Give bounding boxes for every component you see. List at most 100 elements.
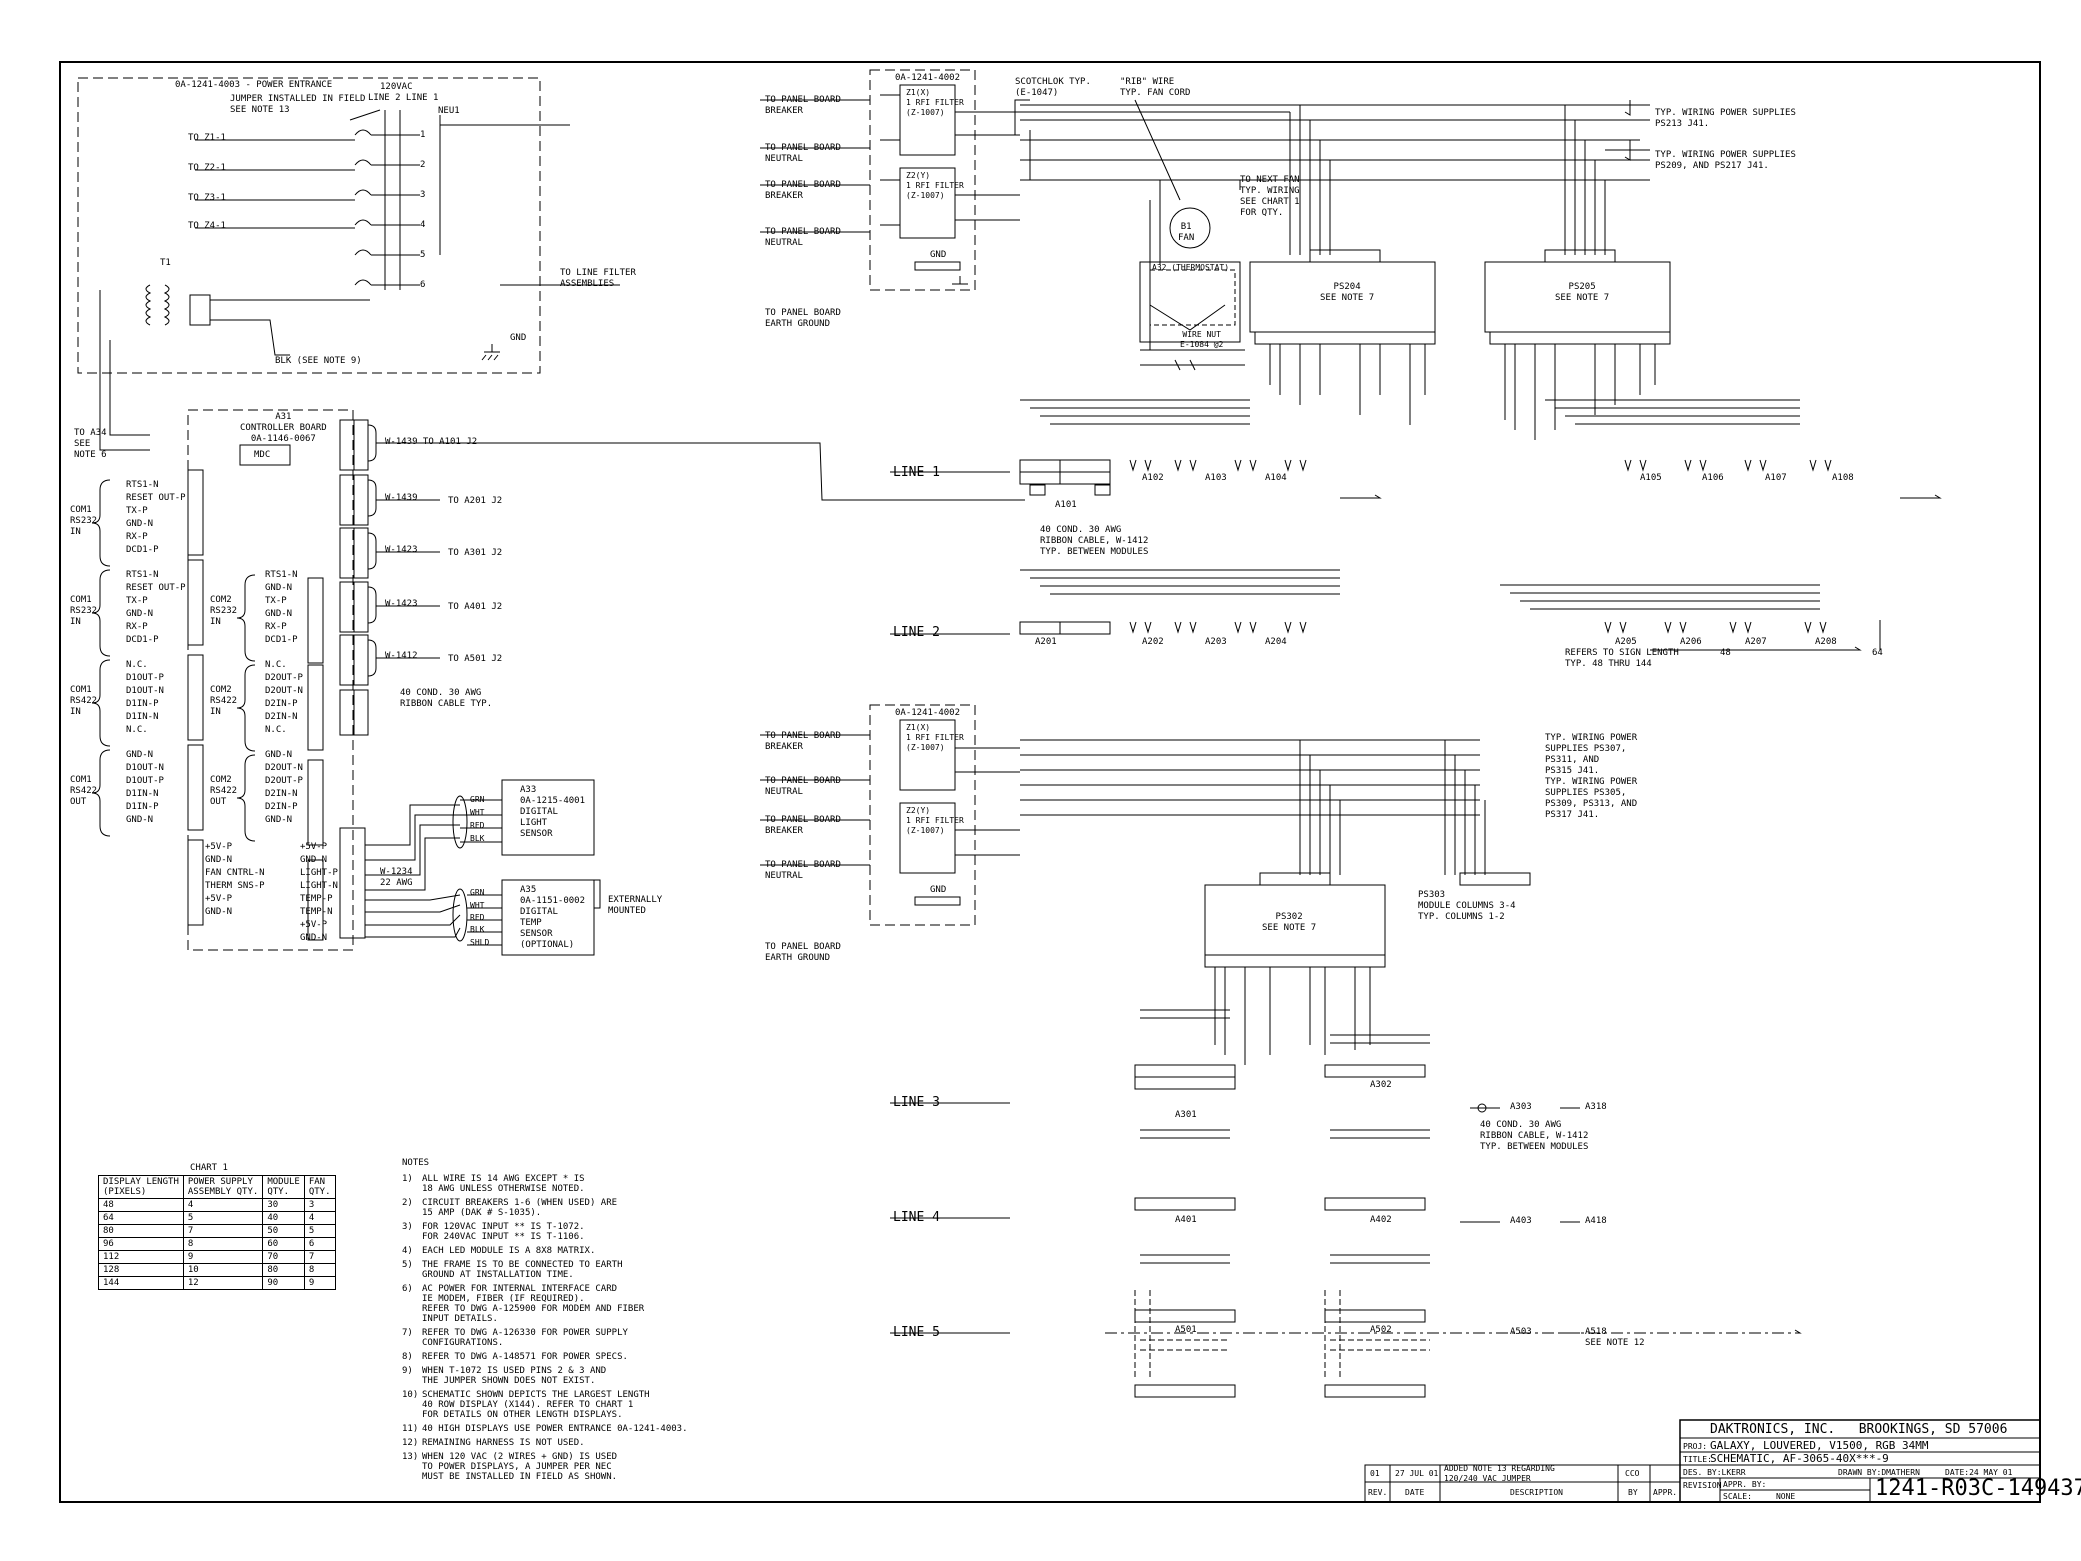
com2-rs422-in: COM2 RS422 IN [210, 685, 238, 717]
com1-c-pin-5: D1IN-N [126, 712, 159, 722]
note-text: THE FRAME IS TO BE CONNECTED TO EARTH GR… [422, 1260, 623, 1280]
com1-rs232-in-a: COM1 RS232 IN [70, 505, 98, 537]
revision-label: REVISION [1683, 1481, 1722, 1490]
com1-d-pin-1: GND-N [126, 750, 154, 760]
module-a201: A201 [1035, 637, 1057, 647]
module-a301: A301 [1175, 1110, 1197, 1120]
tb7-pin-1: +5V-P [300, 842, 328, 852]
module-a402: A402 [1370, 1215, 1392, 1225]
module-a502: A502 [1370, 1325, 1392, 1335]
see-note-12: SEE NOTE 12 [1585, 1338, 1645, 1348]
sensor-a35: A35 0A-1151-0002 DIGITAL TEMP SENSOR (OP… [520, 885, 586, 950]
com1-a-pin-2: RESET OUT-P [126, 493, 186, 503]
note-item: 11)40 HIGH DISPLAYS USE POWER ENTRANCE 0… [402, 1424, 702, 1434]
rev-col-desc: DESCRIPTION [1510, 1488, 1563, 1497]
com2-c-pin-4: D2IN-N [265, 789, 298, 799]
com2-c-pin-1: GND-N [265, 750, 293, 760]
line-5-label: LINE 5 [893, 1325, 940, 1340]
ribbon-cable-note: 40 COND. 30 AWG RIBBON CABLE TYP. [400, 688, 493, 709]
power-gnd: GND [510, 333, 527, 343]
note-text: ALL WIRE IS 14 AWG EXCEPT * IS 18 AWG UN… [422, 1174, 585, 1194]
notes-section: NOTES 1)ALL WIRE IS 14 AWG EXCEPT * IS 1… [402, 1158, 702, 1486]
filter-top-title: 0A-1241-4002 [895, 73, 961, 83]
j3-pin-6: GND-N [205, 907, 233, 917]
chart1-cell: 64 [98, 1211, 184, 1225]
j3-pin-1: +5V-P [205, 842, 233, 852]
chart1-cell: 70 [262, 1250, 305, 1264]
com1-b-pin-1: RTS1-N [126, 570, 159, 580]
target-a503: A503 [1510, 1327, 1532, 1337]
panel-neutral-3: TO PANEL BOARD NEUTRAL [765, 776, 841, 797]
com2-a-pin-4: GND-N [265, 609, 293, 619]
chart1-col-length: DISPLAY LENGTH (PIXELS) [98, 1175, 184, 1199]
a35-wire-4: BLK [470, 925, 485, 934]
note-item: 10)SCHEMATIC SHOWN DEPICTS THE LARGEST L… [402, 1390, 702, 1420]
module-a207: A207 [1745, 637, 1767, 647]
w1439-label: W-1439 [385, 493, 418, 503]
com1-d-pin-5: D1IN-P [126, 802, 159, 812]
wire-nut-label: WIRE NUT E-1084 @2 [1180, 330, 1224, 349]
module-a101: A101 [1055, 500, 1077, 510]
a35-wire-3: RED [470, 913, 485, 922]
ps302-label: PS302 SEE NOTE 7 [1262, 912, 1317, 933]
com2-rs422-out: COM2 RS422 OUT [210, 775, 238, 807]
breaker-2: 2 [420, 160, 426, 170]
panel-neutral-2: TO PANEL BOARD NEUTRAL [765, 227, 841, 248]
w1412-label: W-1412 [385, 651, 418, 661]
power-entrance-title: 0A-1241-4003 - POWER ENTRANCE [175, 80, 333, 90]
com2-c-pin-6: GND-N [265, 815, 293, 825]
com1-d-pin-6: GND-N [126, 815, 154, 825]
line-3-label: LINE 3 [893, 1095, 940, 1110]
com1-d-pin-2: D1OUT-N [126, 763, 164, 773]
filter-bottom-z1: Z1(X) 1 RFI FILTER (Z-1007) [906, 723, 964, 752]
filter-top-z1: Z1(X) 1 RFI FILTER (Z-1007) [906, 88, 964, 117]
externally-mounted: EXTERNALLY MOUNTED [608, 895, 663, 916]
module-a203: A203 [1205, 637, 1227, 647]
chart1-cell: 48 [98, 1198, 184, 1212]
module-a108: A108 [1832, 473, 1854, 483]
fan-b1: B1 FAN [1178, 222, 1195, 243]
module-a107: A107 [1765, 473, 1787, 483]
designed-by: DES. BY:LKERR [1683, 1468, 1746, 1477]
j3-pin-3: FAN CNTRL-N [205, 868, 265, 878]
appr-by: APPR. BY: [1723, 1480, 1767, 1489]
note-item: 9)WHEN T-1072 IS USED PINS 2 & 3 AND THE… [402, 1366, 702, 1386]
chart1-cell: 7 [182, 1224, 264, 1238]
com1-rs422-out: COM1 RS422 OUT [70, 775, 98, 807]
note-number: 7) [402, 1328, 413, 1338]
module-a302: A302 [1370, 1080, 1392, 1090]
chart1-cell: 8 [182, 1237, 264, 1251]
to-a501-j2: TO A501 J2 [448, 654, 503, 664]
output-z3: TO Z3-1 [188, 193, 226, 203]
chart1-cell: 5 [303, 1224, 336, 1238]
drawing-title: SCHEMATIC, AF-3065-40X***-9 [1710, 1452, 1889, 1465]
filter-bottom-z2: Z2(Y) 1 RFI FILTER (Z-1007) [906, 806, 964, 835]
note-text: REFER TO DWG A-148571 FOR POWER SPECS. [422, 1352, 628, 1362]
com1-a-pin-3: TX-P [126, 506, 148, 516]
com1-b-pin-3: TX-P [126, 596, 148, 606]
com2-a-pin-5: RX-P [265, 622, 287, 632]
neutral-label: NEU1 [438, 106, 460, 116]
typ-ps307: TYP. WIRING POWER SUPPLIES PS307, PS311,… [1545, 733, 1638, 776]
chart1-cell: 5 [182, 1211, 264, 1225]
com1-b-pin-6: DCD1-P [126, 635, 159, 645]
module-a208: A208 [1815, 637, 1837, 647]
note-item: 4)EACH LED MODULE IS A 8X8 MATRIX. [402, 1246, 702, 1256]
note-text: 40 HIGH DISPLAYS USE POWER ENTRANCE 0A-1… [422, 1424, 688, 1434]
panel-earth-2: TO PANEL BOARD EARTH GROUND [765, 942, 841, 963]
chart1-cell: 128 [98, 1263, 184, 1277]
breaker-6: 6 [420, 280, 426, 290]
transformer-label: T1 [160, 258, 171, 268]
panel-breaker-1: TO PANEL BOARD BREAKER [765, 95, 841, 116]
chart1-cell: 60 [262, 1237, 305, 1251]
chart1-cell: 10 [182, 1263, 264, 1277]
drawn-by: DRAWN BY:DMATHERN [1838, 1468, 1920, 1477]
w1439-a101: W-1439 TO A101 J2 [385, 437, 478, 447]
chart1-cell: 9 [182, 1250, 264, 1264]
tb7-pin-7: +5V-P [300, 920, 328, 930]
line-2-label: LINE 2 [893, 625, 940, 640]
com2-a-pin-6: DCD1-P [265, 635, 298, 645]
w1423-label-a: W-1423 [385, 545, 418, 555]
